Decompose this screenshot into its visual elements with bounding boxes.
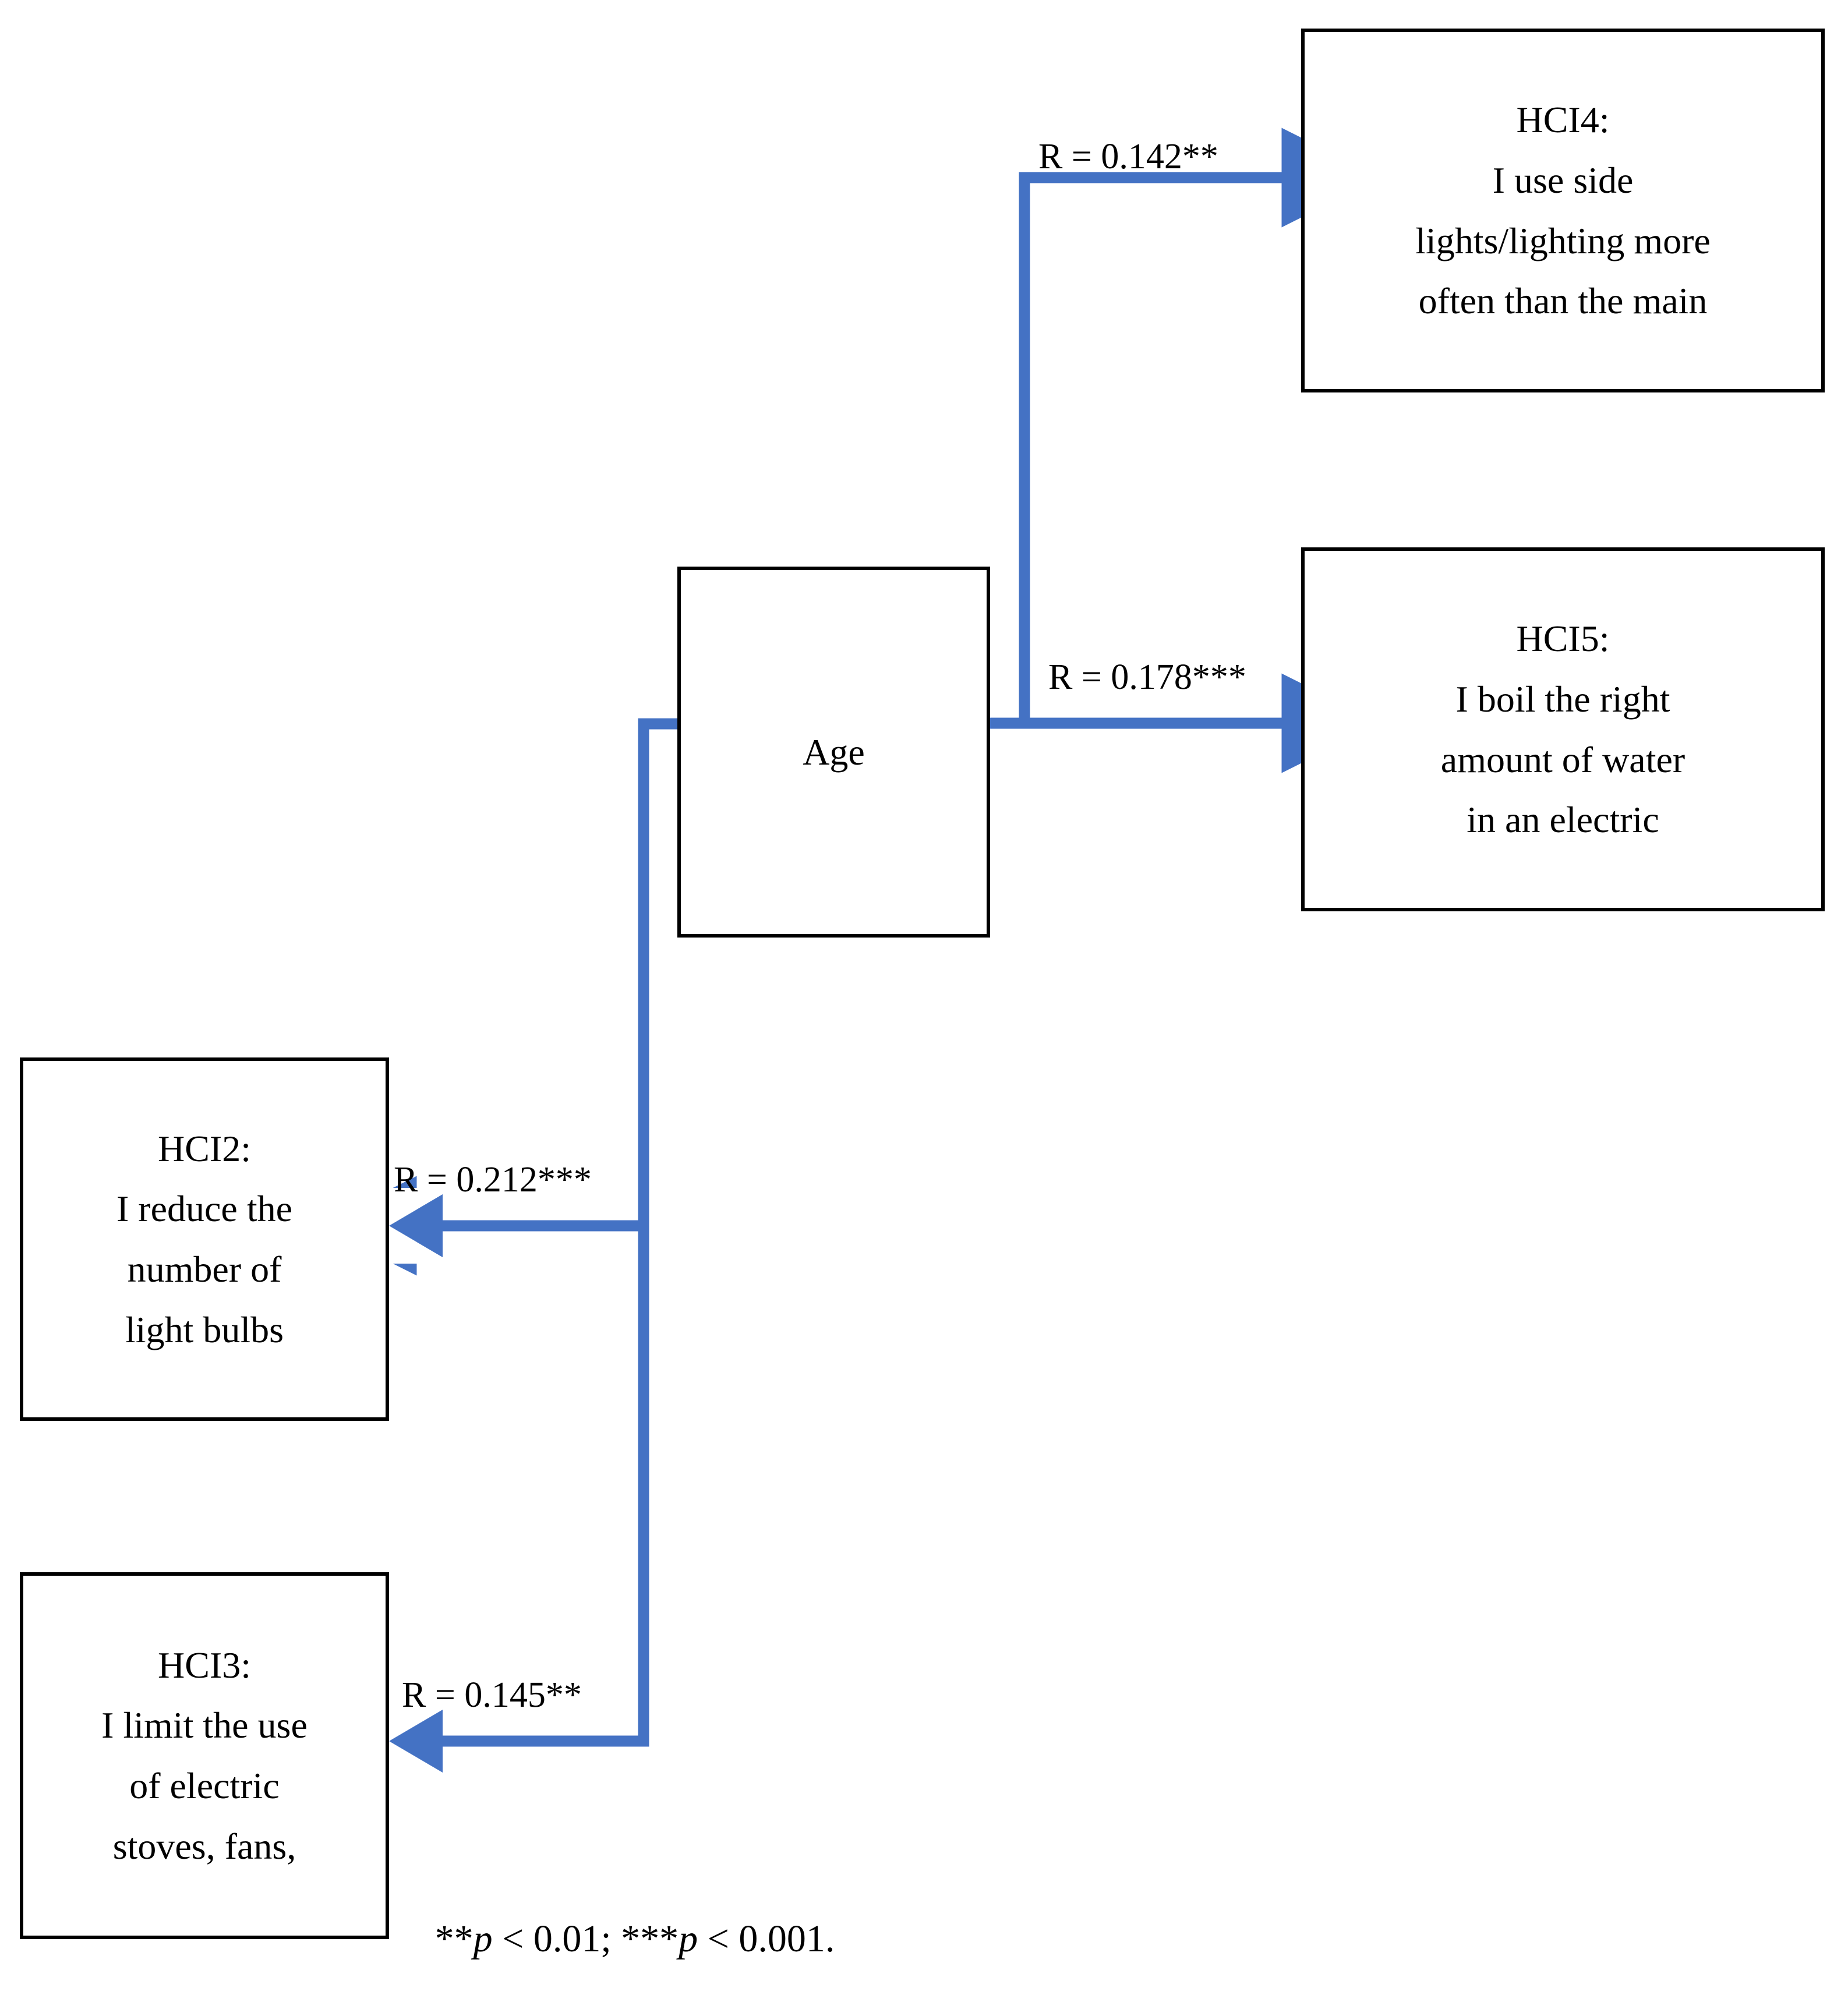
node-age-line-0: Age [803,731,865,773]
footnote-p-one: p [473,1918,493,1960]
footnote-threshold-two: < 0.001. [707,1918,835,1960]
footnote-threshold-one: < 0.01; [502,1918,612,1960]
node-hci5[interactable]: HCI5: I boil the right amount of water i… [1301,547,1825,911]
node-hci4-line-2: lights/lighting more [1415,220,1711,261]
node-hci3-line-3: stoves, fans, [112,1825,296,1867]
node-hci3-line-0: HCI3: [158,1644,251,1686]
edge-age-to-hci4 [990,128,1381,729]
node-hci2-line-3: light bulbs [125,1308,284,1350]
node-hci5-line-2: amount of water [1440,738,1686,780]
node-hci2-line-1: I reduce the [116,1188,293,1230]
node-hci5-line-1: I boil the right [1455,678,1670,720]
edge-label-age-to-hci4: R = 0.142** [1038,137,1218,176]
node-hci5-line-0: HCI5: [1516,618,1610,660]
node-hci2[interactable]: HCI2: I reduce the number of light bulbs [20,1057,389,1421]
node-hci3-line-1: I limit the use [101,1704,308,1746]
node-age[interactable]: Age [677,567,990,938]
node-hci4[interactable]: HCI4: I use side lights/lighting more of… [1301,29,1825,392]
node-hci4-line-1: I use side [1492,159,1634,201]
node-hci2-line-0: HCI2: [158,1127,251,1169]
node-hci5-line-3: in an electric [1467,799,1659,841]
edge-label-age-to-hci5: R = 0.178*** [1048,657,1246,697]
node-hci4-line-3: often than the main [1418,280,1708,322]
footnote-p-two: p [679,1918,698,1960]
edge-label-age-to-hci3: R = 0.145** [402,1675,582,1715]
node-hci3[interactable]: HCI3: I limit the use of electric stoves… [20,1572,389,1939]
node-hci2-line-2: number of [127,1248,282,1290]
footnote-stars-two: ** [434,1918,474,1960]
edge-label-age-to-hci2: R = 0.212*** [394,1160,592,1200]
node-hci3-line-2: of electric [129,1765,280,1806]
footnote-stars-three: *** [621,1918,679,1960]
significance-footnote: **p < 0.01; ***p < 0.001. [0,1916,1270,1962]
arrowhead-hci3 [389,1710,443,1773]
edge-age-to-hci3 [412,1226,649,1747]
edge-age-to-hci2 [317,718,677,1276]
node-hci4-line-0: HCI4: [1516,99,1610,141]
